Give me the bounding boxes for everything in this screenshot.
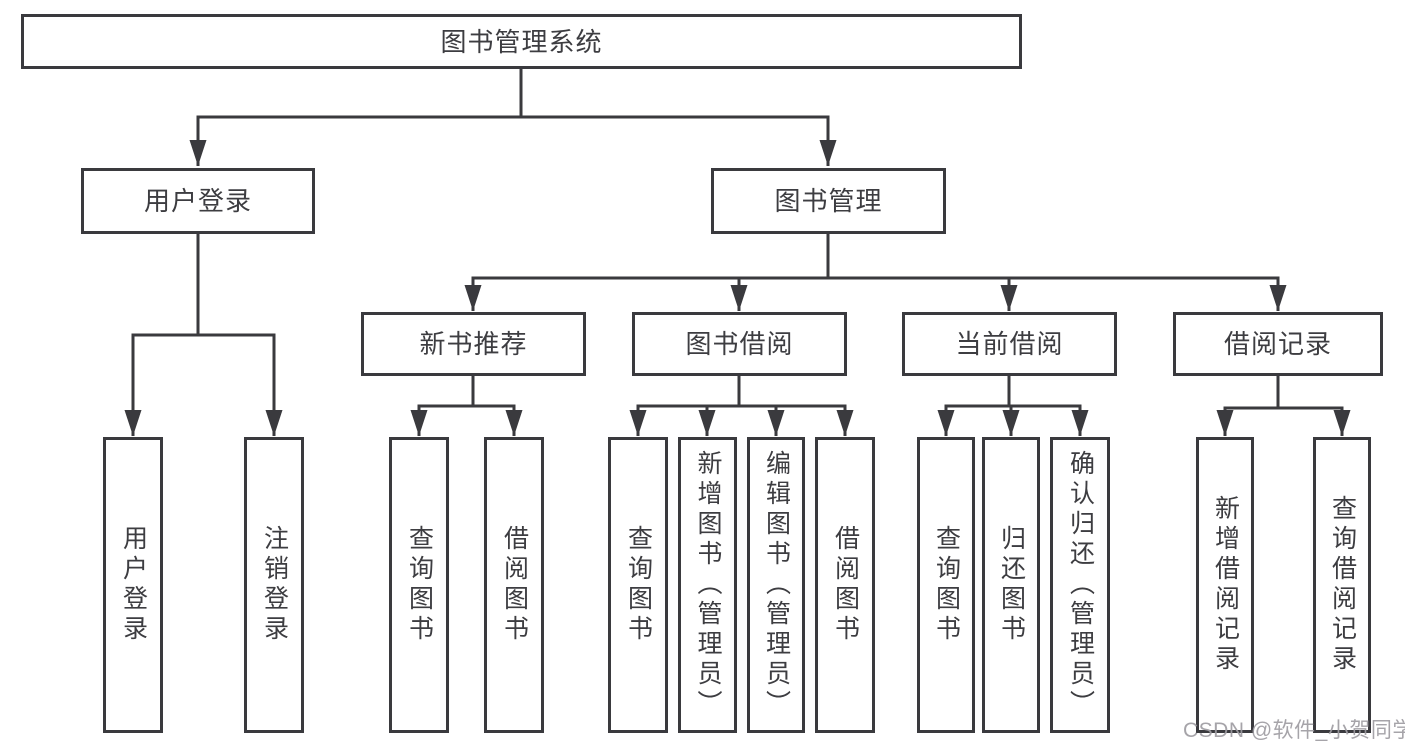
leaf-user-login: 用户登录 [103, 437, 163, 733]
leaf-query-books-current: 查询图书 [917, 437, 975, 733]
node-book-management: 图书管理 [711, 168, 946, 234]
leaf-return-books: 归还图书 [982, 437, 1040, 733]
node-book-borrow: 图书借阅 [632, 312, 847, 376]
node-new-book-recommend: 新书推荐 [361, 312, 586, 376]
node-library-management-system: 图书管理系统 [21, 14, 1022, 69]
leaf-add-book-admin: 新增图书（管理员） [678, 437, 737, 733]
leaf-add-borrow-record: 新增借阅记录 [1196, 437, 1254, 733]
node-user-login: 用户登录 [81, 168, 315, 234]
leaf-query-books-borrow: 查询图书 [608, 437, 668, 733]
leaf-borrow-books-recommend: 借阅图书 [484, 437, 544, 733]
node-current-borrow: 当前借阅 [902, 312, 1117, 376]
leaf-query-books-recommend: 查询图书 [389, 437, 449, 733]
leaf-query-borrow-record: 查询借阅记录 [1313, 437, 1371, 733]
leaf-logout: 注销登录 [244, 437, 304, 733]
csdn-watermark: CSDN @软件_小贺同学 [1183, 719, 1405, 742]
leaf-borrow-books: 借阅图书 [815, 437, 875, 733]
node-borrow-records: 借阅记录 [1173, 312, 1383, 376]
leaf-confirm-return-admin: 确认归还（管理员） [1050, 437, 1110, 733]
leaf-edit-book-admin: 编辑图书（管理员） [747, 437, 805, 733]
